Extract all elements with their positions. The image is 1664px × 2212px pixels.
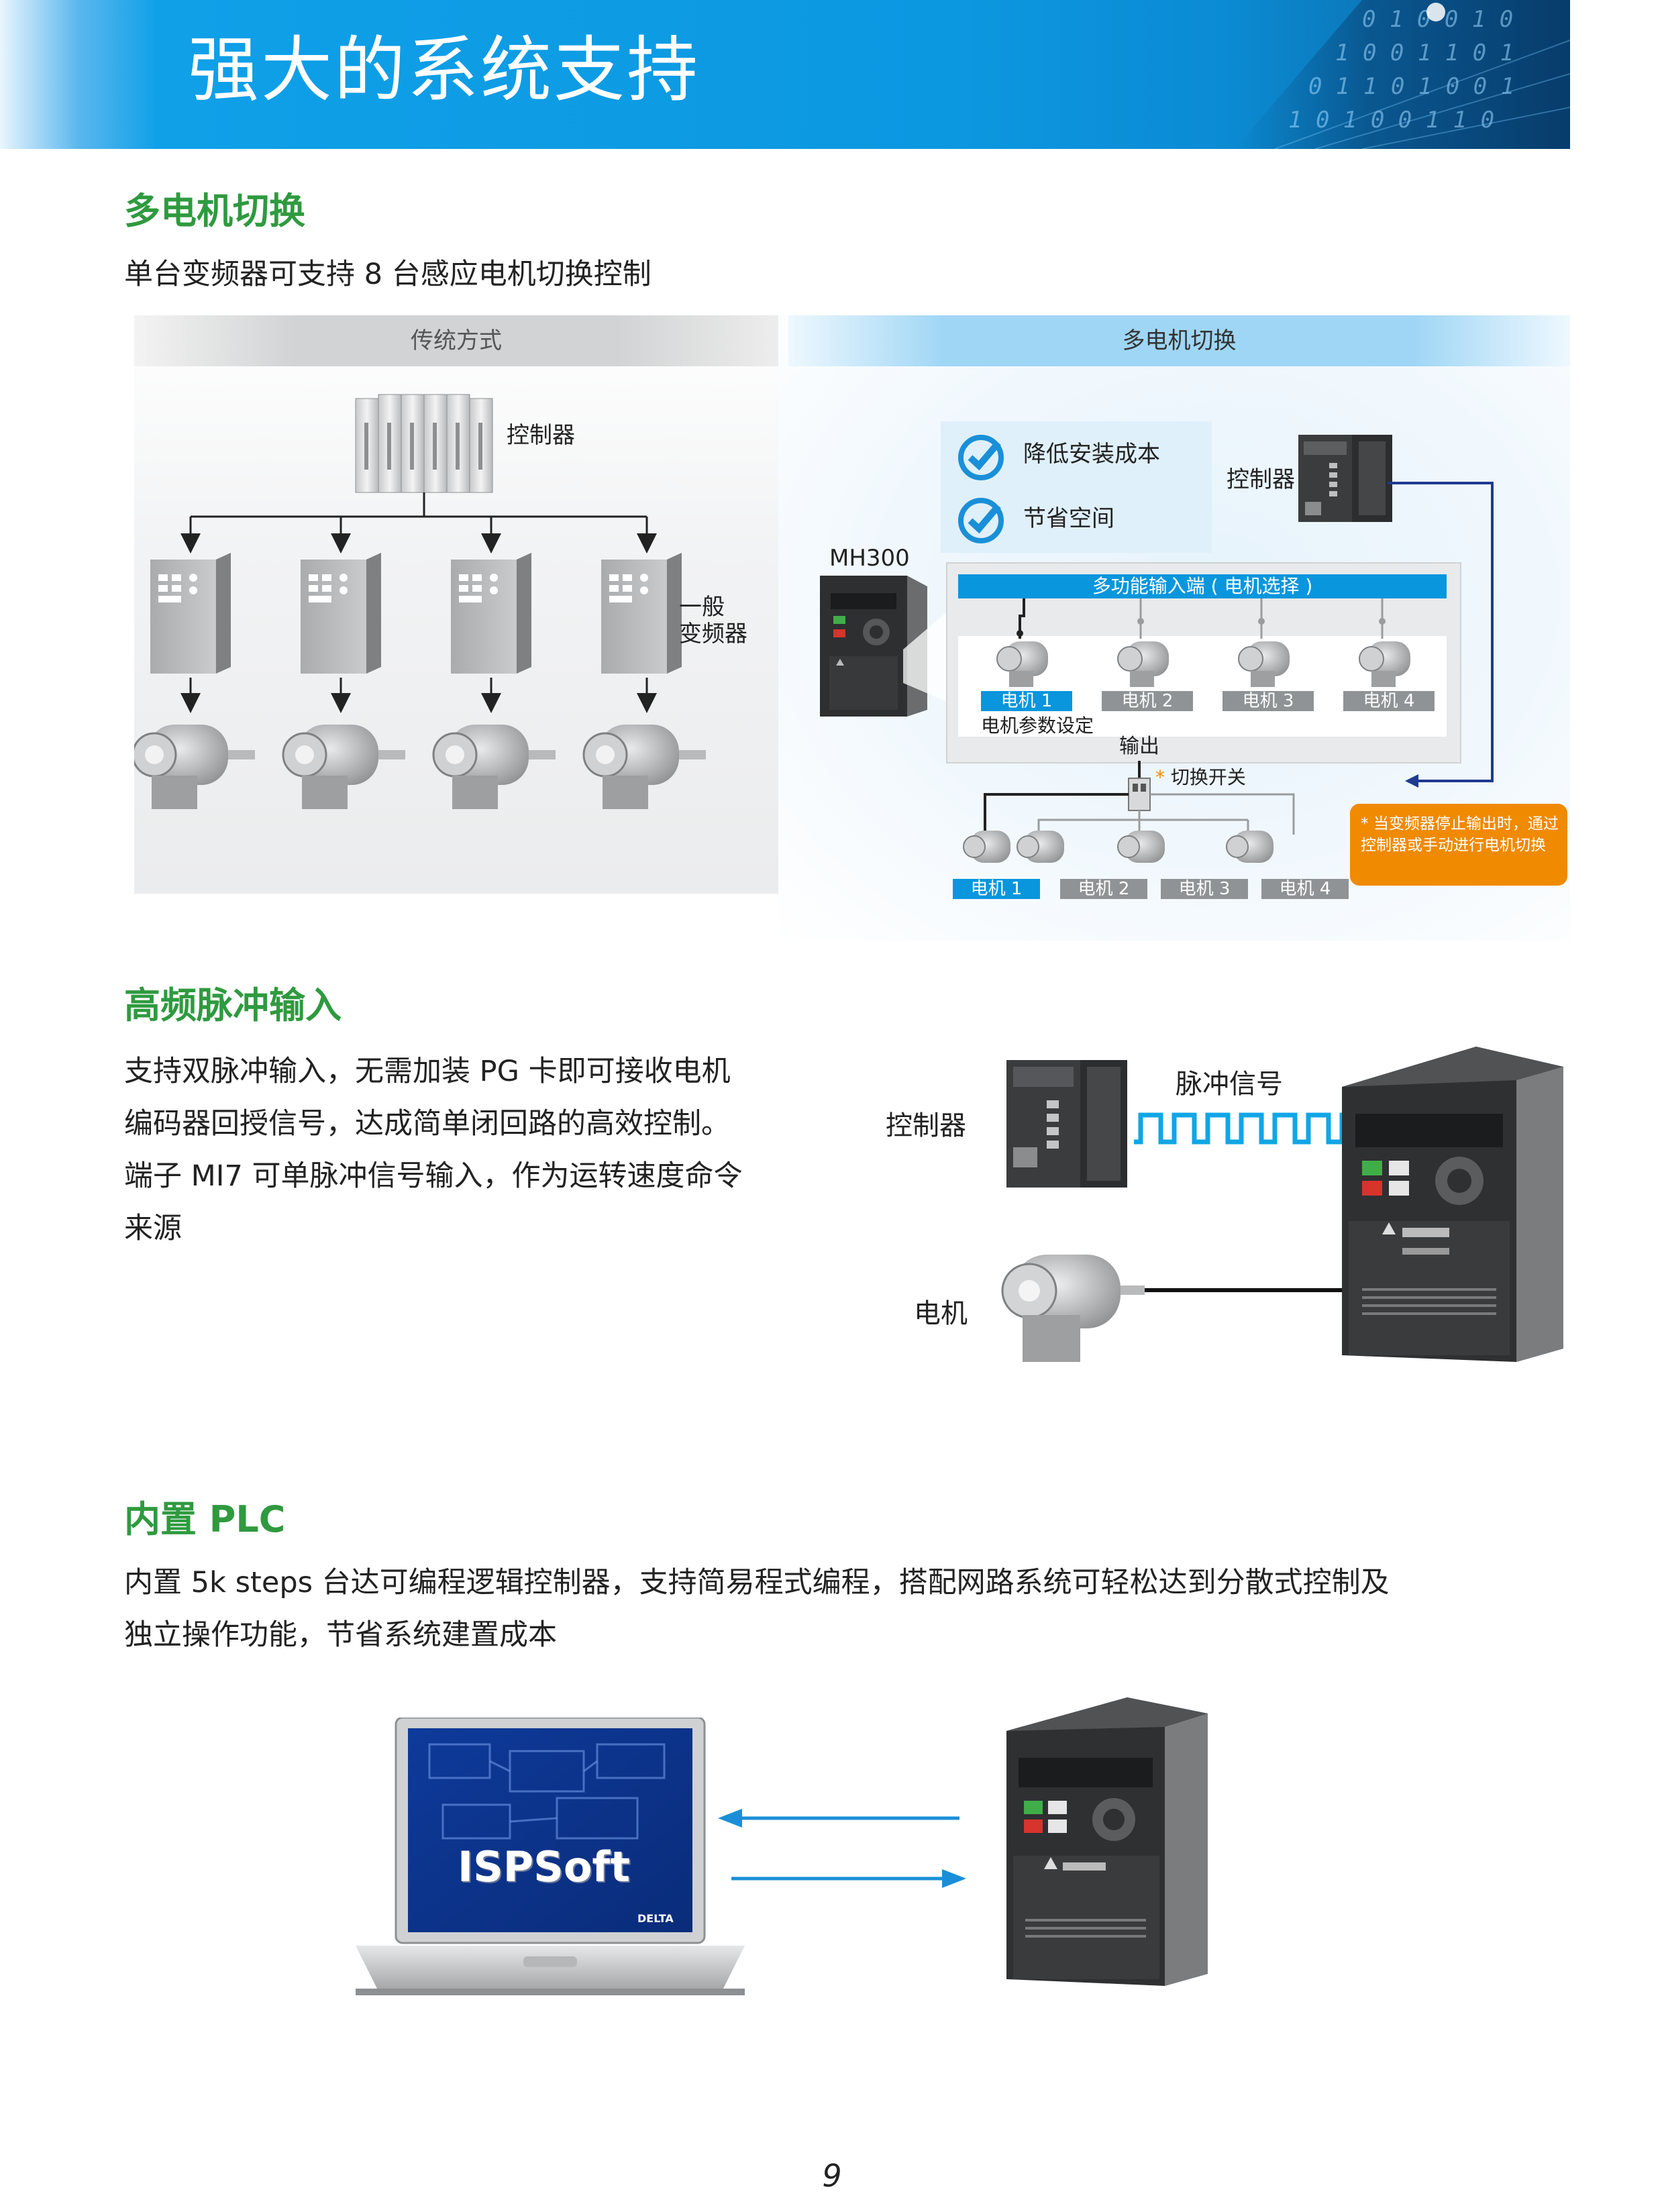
bidirectional-arrows-icon [718,1809,966,1888]
switch-label-text: 切换开关 [1170,766,1246,788]
section-title-builtin-plc: 内置 PLC [124,1498,286,1540]
note-box: * 当变频器停止输出时，通过控制器或手动进行电机切换 [1350,804,1567,886]
traditional-heading-label: 传统方式 [411,327,502,354]
output-label: 输出 [1119,735,1159,758]
svg-text:0 1 1 0 1 0 0 1: 0 1 1 0 1 0 0 1 [1308,73,1514,100]
switch-label: * 切换开关 [1155,768,1246,787]
mh300-drive-large-icon [1342,1047,1563,1362]
multi-motor-heading-bar [788,315,1570,366]
output-switch-wiring [963,761,1295,863]
note-asterisk: * [1361,815,1373,833]
delta-brand-label: DELTA [637,1912,674,1925]
callout-pointer [903,609,950,703]
plc-rack-icon [355,394,493,493]
motor-3-tag: 电机 3 [1223,691,1314,711]
note-text: * 当变频器停止输出时，通过控制器或手动进行电机切换 [1361,813,1559,856]
mh300-drive-icon [820,576,927,717]
motor-2-output-tag: 电机 2 [1060,879,1147,899]
traditional-controller-label: 控制器 [507,422,575,449]
pulse-signal-label: 脉冲信号 [1176,1069,1283,1100]
model-label: MH300 [829,545,910,572]
benefit-save-space: 节省空间 [1023,505,1114,532]
page-title: 强大的系统支持 [188,29,700,111]
motor-label: 电机 [914,1298,968,1329]
binary-tech-graphic: 0 1 0 0 1 0 1 0 0 1 1 0 1 0 1 1 0 1 0 0 … [1141,0,1570,149]
pulse-desc-line-2: 编码器回授信号，达成简单闭回路的高效控制。 [124,1107,730,1141]
controller-plc-icon [1006,1060,1127,1188]
pulse-desc-line-4: 来源 [124,1212,182,1245]
section-title-pulse-input: 高频脉冲输入 [124,984,342,1026]
check-circle-icon [958,435,1004,480]
multi-function-input-bar: 多功能输入端 ( 电机选择 ) [958,574,1447,598]
note-text-content: 当变频器停止输出时，通过控制器或手动进行电机切换 [1361,815,1559,854]
plc-desc-line-2: 独立操作功能，节省系统建置成本 [124,1618,557,1652]
plc-desc-line-1: 内置 5k steps 台达可编程逻辑控制器，支持简易程式编程，搭配网路系统可轻… [124,1566,1390,1599]
motor-select-wiring [996,598,1410,687]
pulse-waveform-icon [1134,1112,1355,1145]
motor-1-tag: 电机 1 [981,691,1072,711]
general-vfd-label-line2: 变频器 [679,621,747,647]
motor-3-output-tag: 电机 3 [1161,879,1248,899]
ispsoft-logo-text: ISPSoft [458,1842,631,1891]
traditional-heading-bar [134,315,778,366]
controller-to-switch-link [1388,482,1494,788]
general-vfd-label-line1: 一般 [679,594,725,621]
motor-4-tag: 电机 4 [1343,691,1435,711]
motor-param-label: 电机参数设定 [981,715,1094,737]
section-title-multi-motor: 多电机切换 [124,190,305,232]
mh300-drive-plc-icon [1006,1697,1208,1986]
svg-text:1 0 0 1 1 0 1: 1 0 0 1 1 0 1 [1335,40,1514,66]
check-circle-icon [958,498,1004,543]
motor-4-output-tag: 电机 4 [1261,879,1349,899]
laptop-icon [356,1718,745,1995]
section-desc-multi-motor: 单台变频器可支持 8 台感应电机切换控制 [124,258,652,291]
traditional-diagram [134,394,706,809]
pulse-desc-line-3: 端子 MI7 可单脉冲信号输入，作为运转速度命令 [124,1159,743,1193]
benefit-install-cost: 降低安装成本 [1023,441,1160,468]
compact-plc-icon [1298,435,1392,522]
motor-connection-icon [1001,1255,1362,1362]
svg-text:1 0 1 0 0 1 1 0: 1 0 1 0 0 1 1 0 [1288,107,1494,134]
multi-motor-heading-label: 多电机切换 [1122,327,1237,354]
motor-1-output-tag: 电机 1 [953,879,1040,899]
pulse-controller-label: 控制器 [886,1110,966,1141]
page-number: 9 [822,2158,842,2194]
vfd-boxes [150,553,682,674]
multi-controller-label: 控制器 [1227,466,1295,493]
benefits-box [941,421,1212,553]
asterisk: * [1155,766,1171,788]
motor-icons [134,725,706,809]
motor-2-tag: 电机 2 [1102,691,1193,711]
pulse-desc-line-1: 支持双脉冲输入，无需加装 PG 卡即可接收电机 [124,1055,731,1088]
